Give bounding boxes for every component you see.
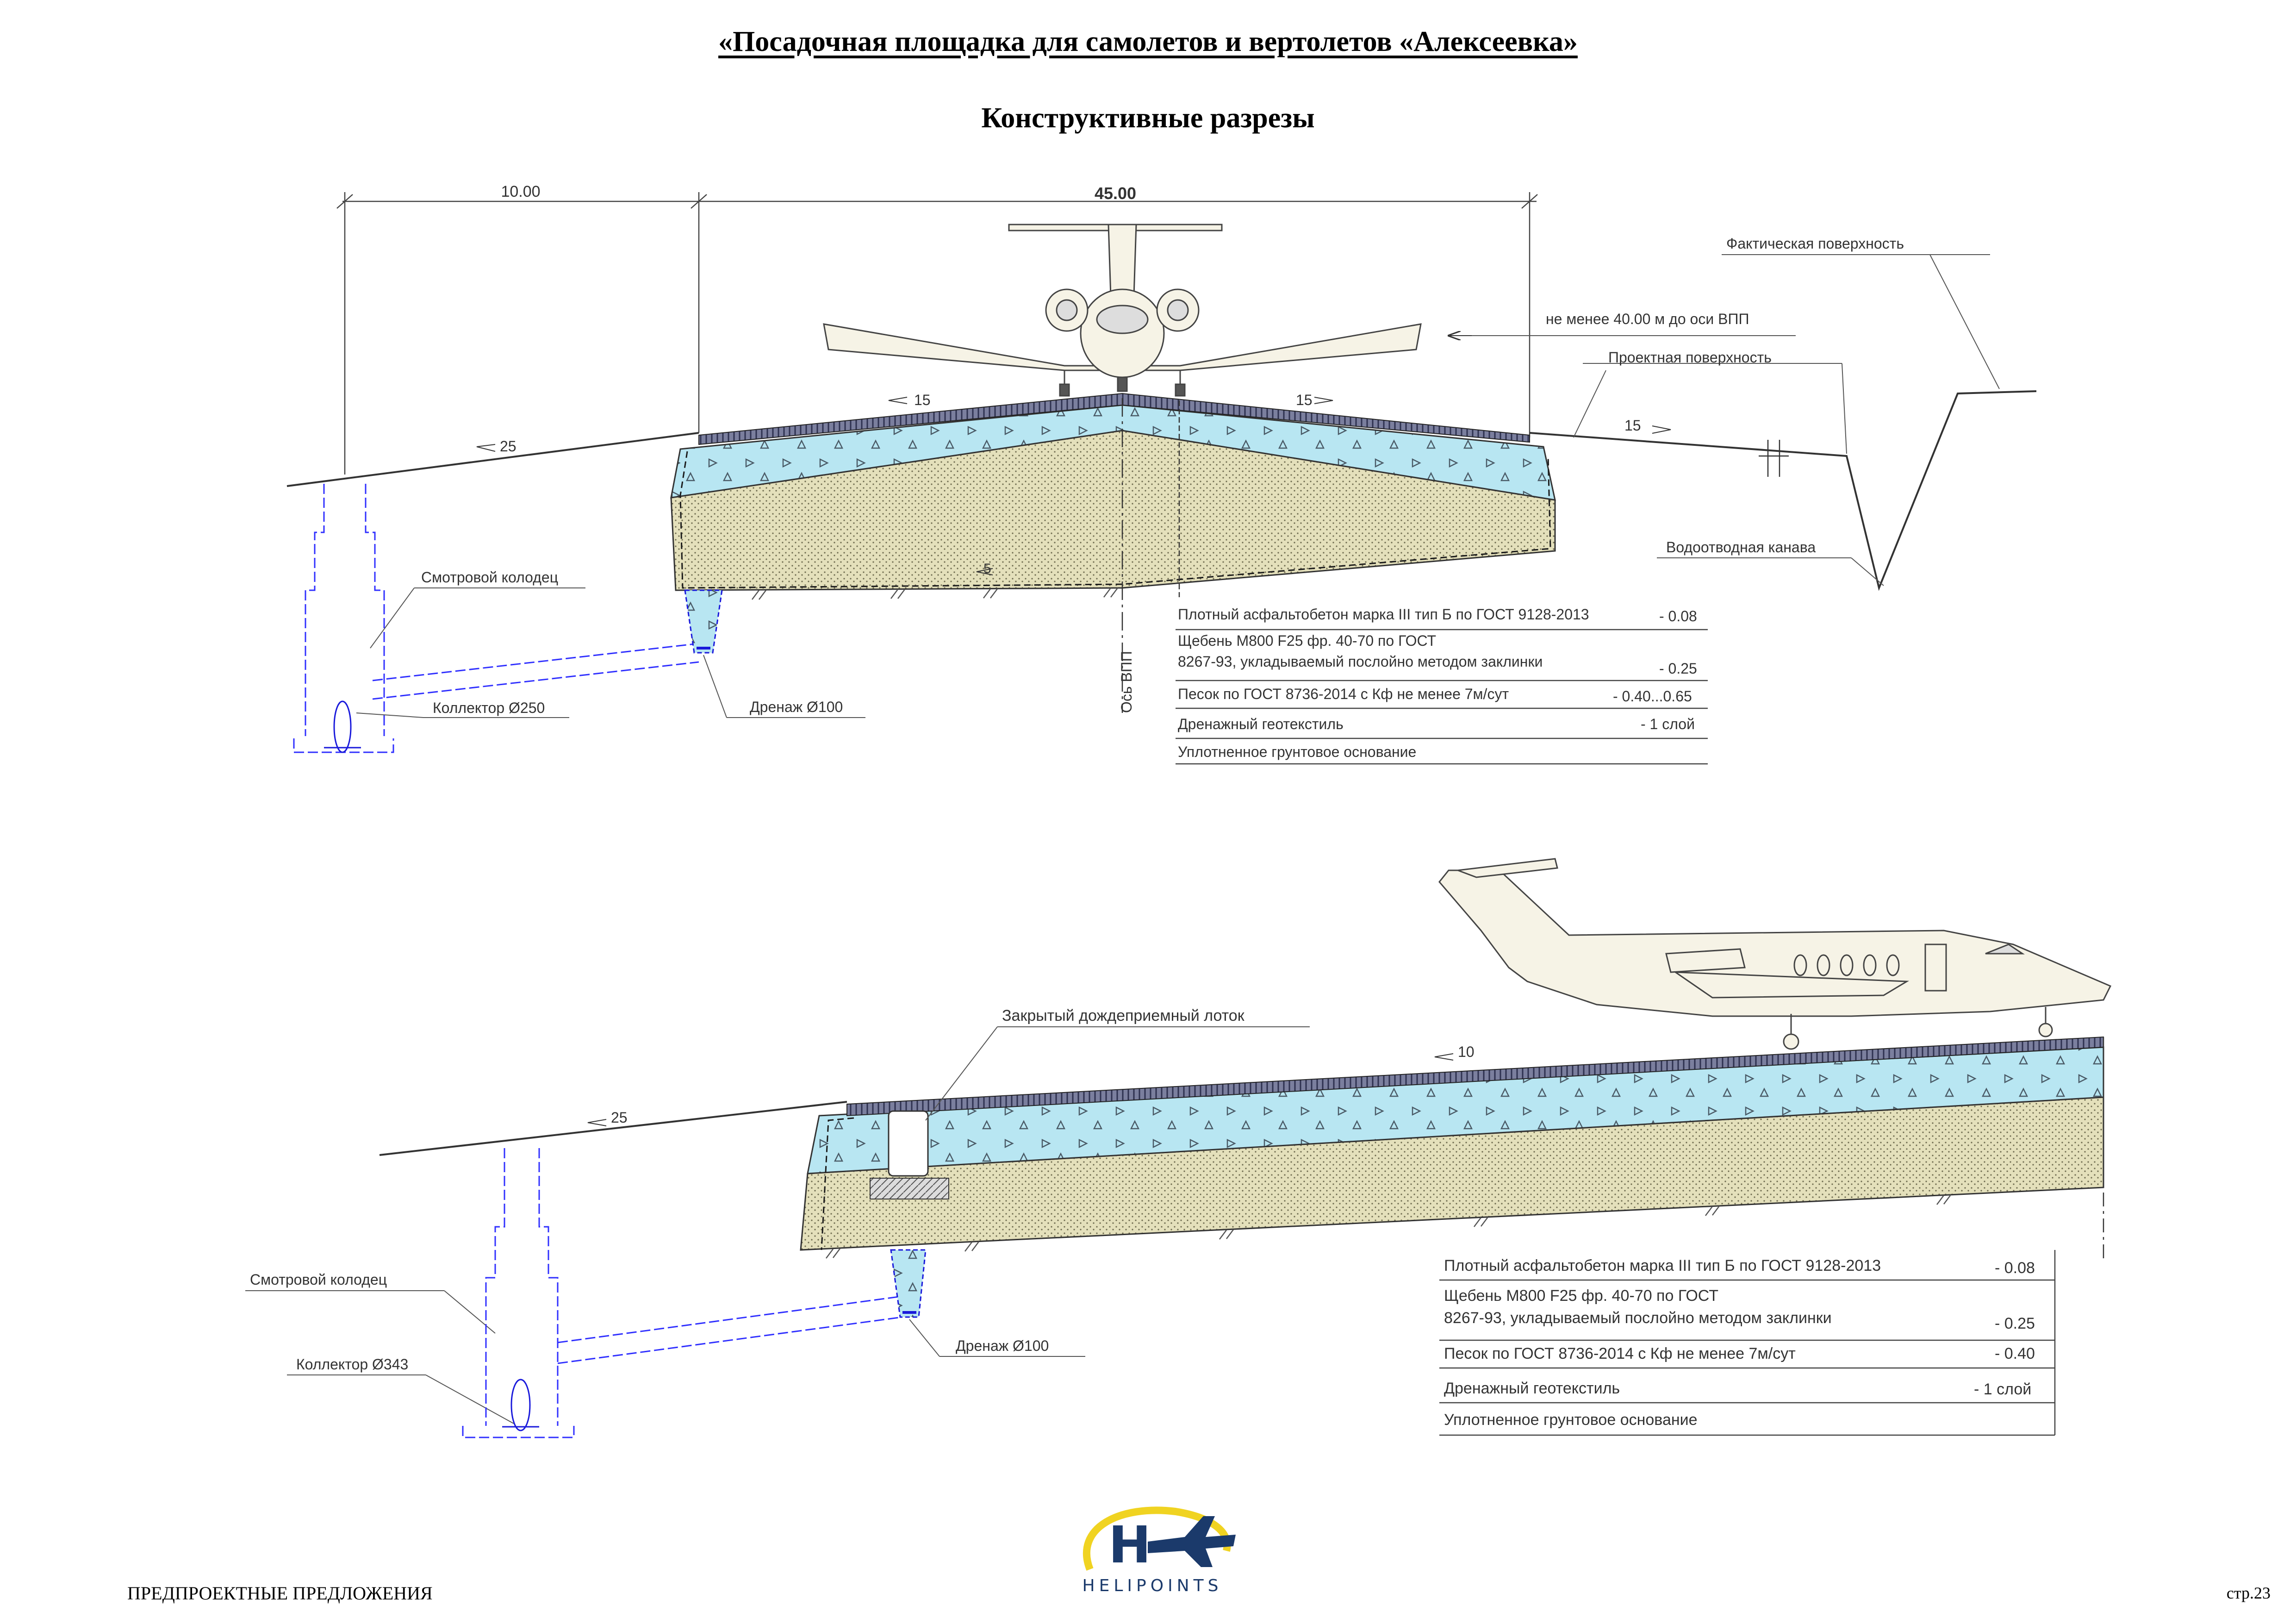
tray-label: Закрытый дождеприемный лоток [1002, 1007, 1245, 1024]
slope-runway-left-label: 15 [914, 392, 931, 408]
leader-lines [356, 254, 2000, 718]
asphalt-layer [698, 393, 1530, 445]
slope-arrows [476, 397, 1671, 575]
page-title: «Посадочная площадка для самолетов и вер… [718, 26, 1578, 57]
layer-table-1: Плотный асфальтобетон марка III тип Б по… [1176, 606, 1708, 765]
layer-1-name: Плотный асфальтобетон марка III тип Б по… [1178, 606, 1589, 623]
ground-profile-right [1529, 390, 2037, 591]
geotextile-outline-2 [821, 1117, 854, 1250]
manhole-label-2: Смотровой колодец [250, 1271, 387, 1288]
layer2-2-name-cont: 8267-93, укладываемый послойно методом з… [1444, 1309, 1832, 1327]
ditch-label: Водоотводная канава [1666, 539, 1816, 556]
layer2-2-value: - 0.25 [1995, 1315, 2035, 1332]
layer-3-name: Песок по ГОСТ 8736-2014 с Кф не менее 7м… [1178, 686, 1509, 702]
rain-tray [888, 1110, 929, 1177]
drain-trench [684, 589, 723, 654]
distance-break-marks [1759, 440, 1789, 477]
design-surface-label: Проектная поверхность [1608, 349, 1772, 366]
drain-label-2: Дренаж Ø100 [956, 1337, 1049, 1354]
min-distance-label: не менее 40.00 м до оси ВПП [1546, 311, 1749, 327]
slope-runway-right-label: 15 [1296, 392, 1313, 408]
logo-swoosh [1083, 1506, 1231, 1571]
drain-label: Дренаж Ø100 [750, 699, 843, 715]
layer-2-value: - 0.25 [1659, 660, 1697, 677]
tray-foundation [870, 1178, 949, 1199]
slope-left-label-2: 25 [611, 1109, 628, 1126]
manhole-drawing-2 [462, 1148, 903, 1438]
slope-shoulder-label: 15 [1624, 417, 1641, 434]
manhole-label: Смотровой колодец [421, 569, 558, 586]
layer2-4-value: - 1 слой [1974, 1380, 2031, 1398]
runway-axis-label: Ось ВПП [1118, 651, 1135, 713]
drain-trench-2 [890, 1249, 927, 1318]
helipoints-logo: H [1083, 1506, 1236, 1574]
logo-plane-icon [1148, 1516, 1236, 1567]
layer-4-value: - 1 слой [1641, 716, 1695, 732]
collector-pipe-2 [510, 1379, 531, 1431]
dimension-lines [336, 192, 1538, 475]
layer2-1-value: - 0.08 [1995, 1259, 2035, 1277]
layer2-4-name: Дренажный геотекстиль [1444, 1380, 1620, 1397]
layer-2-name: Щебень М800 F25 фр. 40-70 по ГОСТ [1178, 632, 1436, 649]
slope-left-label: 25 [500, 438, 516, 455]
slope-base-label: 5 [983, 561, 991, 576]
page-number: стр.23 [2226, 1584, 2271, 1602]
dimension-main-label: 45.00 [1095, 184, 1136, 203]
ground-hatch [752, 587, 1118, 600]
logo-wordmark: HELIPOINTS [1082, 1576, 1223, 1595]
layer-table-2: Плотный асфальтобетон марка III тип Б по… [1439, 1250, 2056, 1436]
layer2-3-name: Песок по ГОСТ 8736-2014 с Кф не менее 7м… [1444, 1345, 1796, 1362]
footer-stage-label: ПРЕДПРОЕКТНЫЕ ПРЕДЛОЖЕНИЯ [127, 1583, 433, 1604]
ground-profile-2 [379, 1101, 847, 1156]
collector-pipe [333, 700, 352, 753]
geotextile-outline [679, 451, 1551, 589]
actual-surface-label: Фактическая поверхность [1726, 235, 1904, 252]
slope-runway-label-2: 10 [1458, 1043, 1475, 1060]
ground-profile-left [286, 432, 699, 487]
layer-4-name: Дренажный геотекстиль [1178, 716, 1344, 732]
slope-arrows-2 [587, 1053, 1454, 1126]
leader-lines-2 [245, 1026, 1310, 1424]
section-1: 10.00 45.00 Ось ВПП [286, 183, 2037, 765]
collector-label-2: Коллектор Ø343 [296, 1356, 408, 1373]
layer-1-value: - 0.08 [1659, 608, 1697, 625]
layer-2-name-cont: 8267-93, укладываемый послойно методом з… [1178, 653, 1543, 670]
collector-label: Коллектор Ø250 [433, 700, 545, 716]
airplane-side-icon [1438, 858, 2112, 1050]
logo-letter: H [1108, 1515, 1151, 1574]
airplane-front-icon [823, 224, 1422, 397]
dimension-left-label: 10.00 [501, 183, 540, 200]
section-2: 25 10 Закрытый дождеприемный лоток Смотр… [245, 858, 2112, 1438]
layer2-5-name: Уплотненное грунтовое основание [1444, 1411, 1698, 1429]
layer-3-value: - 0.40...0.65 [1613, 688, 1692, 705]
layer2-1-name: Плотный асфальтобетон марка III тип Б по… [1444, 1257, 1881, 1274]
layer-5-name: Уплотненное грунтовое основание [1178, 743, 1416, 760]
page-subtitle: Конструктивные разрезы [981, 102, 1315, 134]
layer2-2-name: Щебень М800 F25 фр. 40-70 по ГОСТ [1444, 1287, 1718, 1305]
ground-hatch-2 [826, 1194, 1951, 1259]
layer2-3-value: - 0.40 [1995, 1345, 2035, 1362]
